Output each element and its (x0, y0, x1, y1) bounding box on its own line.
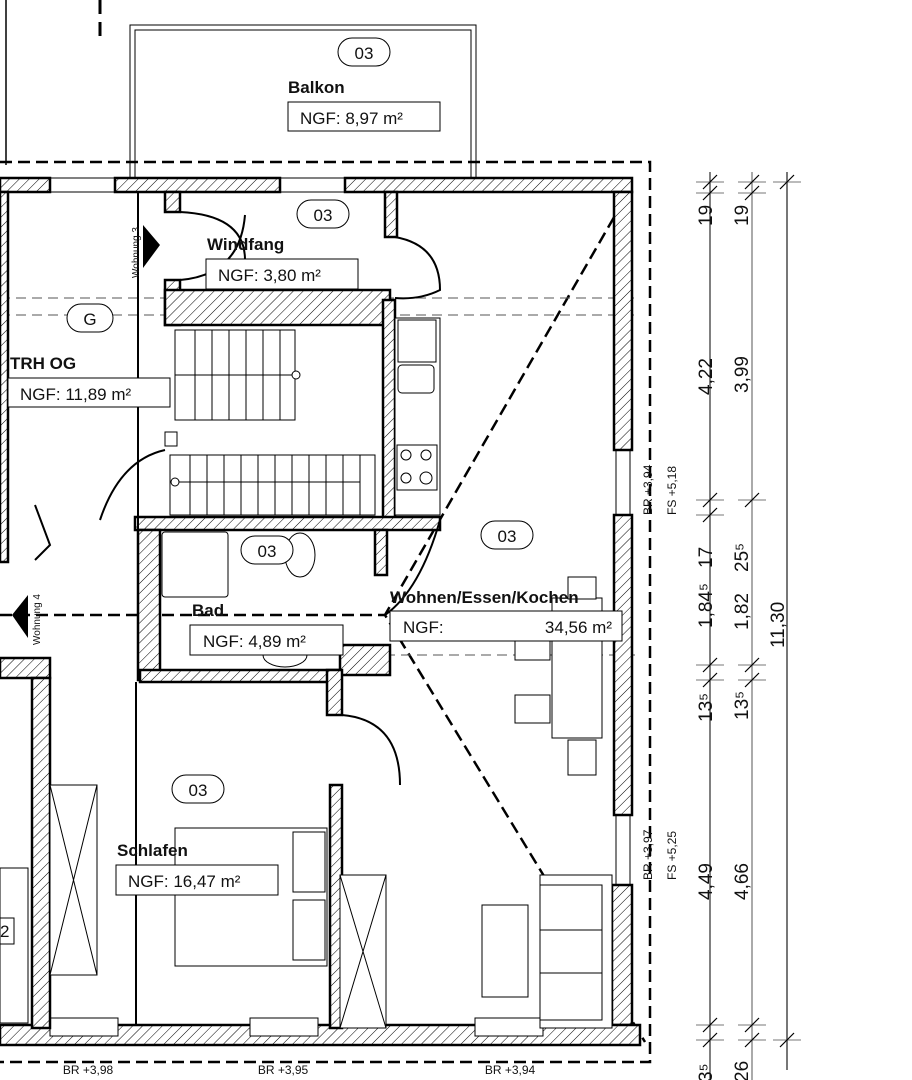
svg-text:13⁵: 13⁵ (732, 691, 753, 720)
dimension-tick (702, 185, 718, 201)
unit-label-wohnung3: Wohnung 3 (131, 227, 142, 278)
room-label-trh-og: G TRH OG NGF: 11,89 m² (7, 303, 171, 408)
entrance-arrow-icon (12, 595, 28, 638)
svg-text:1,82: 1,82 (732, 593, 753, 630)
svg-text:3⁵: 3⁵ (696, 1064, 717, 1080)
entrance-arrow-icon (143, 225, 160, 268)
room-label-schlafen: 03 Schlafen NGF: 16,47 m² (115, 774, 279, 896)
svg-text:NGF: 4,89 m²: NGF: 4,89 m² (203, 632, 306, 651)
level-label: FS +5,18 (665, 466, 679, 515)
double-bed (174, 827, 328, 967)
svg-text:03: 03 (498, 527, 517, 546)
dimension-tick (744, 672, 760, 688)
svg-text:NGF: 8,97 m²: NGF: 8,97 m² (300, 109, 403, 128)
level-label: FS +5,25 (665, 831, 679, 880)
svg-text:4,22: 4,22 (696, 358, 717, 395)
dimension-tick (744, 657, 760, 673)
svg-text:03: 03 (355, 44, 374, 63)
dimension-tick (702, 657, 718, 673)
dimension-tick (744, 174, 760, 190)
staircase (164, 329, 376, 516)
dimension-tick (702, 1017, 718, 1033)
dimension-tick (744, 1032, 760, 1048)
svg-text:1,84⁵: 1,84⁵ (696, 583, 717, 628)
level-label: BR +3,98 (63, 1063, 114, 1077)
room-label-wohnen: 03 Wohnen/Essen/Kochen NGF: 34,56 m² (389, 520, 623, 642)
room-label-bad: 03 Bad NGF: 4,89 m² (189, 535, 344, 656)
dimension-tick (779, 1032, 795, 1048)
svg-text:4,49: 4,49 (696, 863, 717, 900)
svg-text:19: 19 (732, 205, 753, 226)
unit-label-wohnung4: Wohnung 4 (32, 594, 43, 645)
dimension-total: 11,30 (768, 602, 789, 648)
svg-text:4,66: 4,66 (732, 863, 753, 900)
dimension-tick (702, 492, 718, 508)
svg-text:G: G (83, 310, 96, 329)
dimension-tick (744, 185, 760, 201)
dimension-tick (702, 1032, 718, 1048)
dimension-tick (779, 174, 795, 190)
dimension-tick (702, 174, 718, 190)
interior-walls (0, 190, 442, 1030)
svg-text:NGF: 11,89 m²: NGF: 11,89 m² (20, 385, 131, 404)
svg-text:3,99: 3,99 (732, 356, 753, 393)
svg-text:Bad: Bad (192, 601, 224, 620)
kitchen-counter (394, 317, 441, 516)
room-label-windfang: 03 Windfang NGF: 3,80 m² (205, 199, 359, 290)
svg-text:Wohnen/Essen/Kochen: Wohnen/Essen/Kochen (390, 588, 579, 607)
dimension-tick (702, 507, 718, 523)
svg-text:Balkon: Balkon (288, 78, 345, 97)
roof-outline (0, 160, 652, 1064)
svg-text:34,56 m²: 34,56 m² (545, 618, 612, 637)
dimension-tick (744, 1017, 760, 1033)
svg-text:NGF: 16,47 m²: NGF: 16,47 m² (128, 872, 241, 891)
sofa (539, 874, 613, 1029)
wardrobe (49, 784, 387, 1029)
level-label: BR +3,94 (641, 464, 655, 515)
svg-text:03: 03 (314, 206, 333, 225)
svg-text:03: 03 (189, 781, 208, 800)
coffee-table (481, 904, 529, 998)
room-label-balkon: 03 Balkon NGF: 8,97 m² (287, 37, 441, 132)
level-label: BR +3,95 (258, 1063, 309, 1077)
svg-text:13⁵: 13⁵ (696, 693, 717, 722)
exterior-walls (0, 176, 642, 1047)
dimension-tick (744, 492, 760, 508)
svg-text:Schlafen: Schlafen (117, 841, 188, 860)
svg-text:26: 26 (732, 1061, 753, 1080)
svg-text:19: 19 (696, 205, 717, 226)
dimension-tick (702, 672, 718, 688)
svg-text:NGF:: NGF: (403, 618, 444, 637)
svg-text:NGF: 3,80 m²: NGF: 3,80 m² (218, 266, 321, 285)
dimension-text-col1: 19 4,22 17 1,84⁵ 13⁵ 4,49 3⁵ (696, 205, 717, 1080)
svg-text:17: 17 (696, 547, 717, 568)
dimension-text-col2: 19 3,99 25⁵ 1,82 13⁵ 4,66 26 (732, 205, 753, 1080)
level-label: BR +3,97 (641, 829, 655, 880)
neighbor-fixture (0, 867, 29, 1024)
svg-text:25⁵: 25⁵ (732, 543, 753, 572)
neighbor-area-fragment: 2 (0, 922, 9, 941)
level-label: BR +3,94 (485, 1063, 536, 1077)
dimension-chains (696, 172, 801, 1080)
svg-text:03: 03 (258, 542, 277, 561)
svg-text:TRH OG: TRH OG (10, 354, 76, 373)
neighbor-area-box (0, 917, 15, 945)
svg-text:Windfang: Windfang (207, 235, 284, 254)
